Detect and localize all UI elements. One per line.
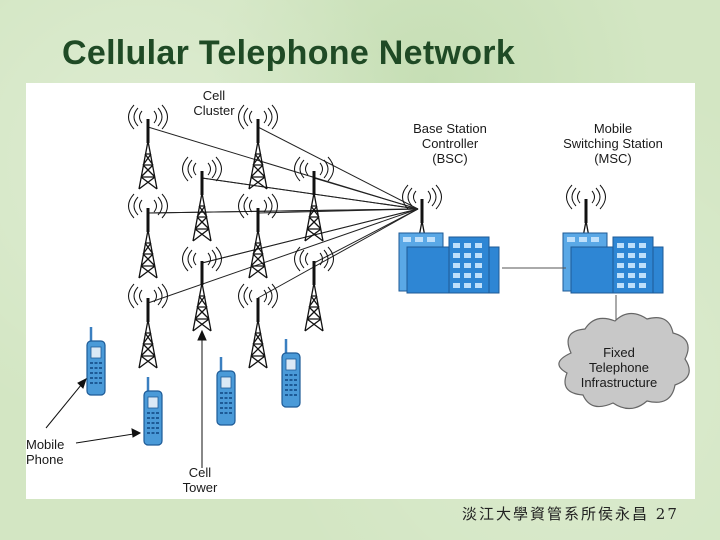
slide-title: Cellular Telephone Network — [62, 34, 516, 72]
cell-tower-label: Cell Tower — [170, 465, 230, 495]
radio-links — [147, 126, 419, 304]
radio-tower-icon — [127, 282, 169, 370]
radio-tower-icon — [127, 103, 169, 191]
mobile-phones — [85, 325, 302, 447]
mobile-phone-icon — [85, 325, 107, 397]
mobile-phone-icon — [142, 375, 164, 447]
office-building-icon — [398, 232, 500, 294]
radio-tower-icon — [237, 282, 279, 370]
label-arrows — [45, 329, 207, 468]
label-line: Mobile — [26, 437, 65, 452]
label-line: Controller — [421, 136, 479, 151]
radio-tower-icon — [293, 245, 335, 333]
slide-footer: 淡江大學資管系所侯永昌 27 — [462, 505, 679, 523]
mobile-phone-label: Mobile Phone — [26, 437, 96, 467]
label-line: (MSC) — [594, 151, 632, 166]
label-line: (BSC) — [432, 151, 468, 166]
label-line: Cell — [202, 88, 226, 103]
label-line: Cell — [188, 465, 212, 480]
radio-tower-icon — [237, 192, 279, 280]
bsc-label: Base Station Controller (BSC) — [390, 121, 510, 166]
cloud-icon — [558, 312, 690, 410]
mobile-phone-icon — [280, 337, 302, 409]
label-line: Cluster — [193, 103, 235, 118]
label-line: Phone — [26, 452, 64, 467]
label-line: Infrastructure — [580, 375, 658, 390]
label-line: Tower — [182, 480, 218, 495]
label-line: Fixed — [603, 345, 635, 360]
network-diagram: Cell Cluster Base Station Controller (BS… — [26, 83, 695, 499]
label-line: Base Station — [413, 121, 487, 136]
diagram-canvas — [45, 103, 690, 468]
fixed-network-label: Fixed Telephone Infrastructure — [571, 345, 667, 390]
mobile-phone-icon — [215, 355, 237, 427]
msc-label: Mobile Switching Station (MSC) — [548, 121, 678, 166]
radio-tower-icon — [127, 192, 169, 280]
cell-towers — [127, 103, 335, 370]
label-line: Telephone — [589, 360, 649, 375]
label-line: Mobile — [593, 121, 633, 136]
radio-tower-icon — [181, 155, 223, 243]
radio-tower-icon — [293, 155, 335, 243]
cell-cluster-label: Cell Cluster — [174, 88, 254, 118]
label-line: Switching Station — [563, 136, 663, 151]
office-building-icon — [562, 232, 664, 294]
